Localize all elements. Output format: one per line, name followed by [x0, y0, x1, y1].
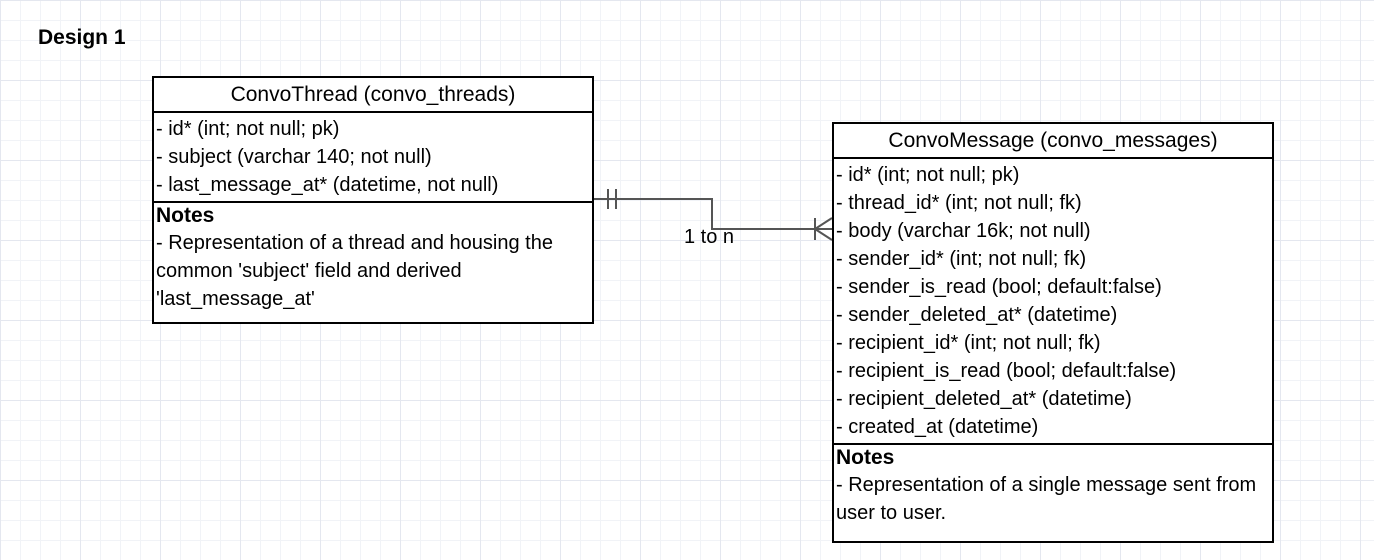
field-body: - body (varchar 16k; not null): [836, 220, 1091, 242]
field-id: - id* (int; not null; pk): [836, 164, 1020, 186]
entity-header: ConvoMessage (convo_messages): [834, 124, 1272, 159]
field-subject: - subject (varchar 140; not null): [156, 146, 432, 168]
field-recipient-deleted-at: - recipient_deleted_at* (datetime): [836, 388, 1132, 410]
entity-header: ConvoThread (convo_threads): [154, 78, 592, 113]
field-thread-id: - thread_id* (int; not null; fk): [836, 192, 1082, 214]
entity-convo-message[interactable]: ConvoMessage (convo_messages) - id* (int…: [832, 122, 1274, 543]
field-sender-is-read: - sender_is_read (bool; default:false): [836, 276, 1162, 298]
field-id: - id* (int; not null; pk): [156, 118, 340, 140]
field-created-at: - created_at (datetime): [836, 416, 1039, 438]
connector-line: [594, 198, 832, 230]
crowfoot-upper: [814, 217, 833, 230]
entity-fields: - id* (int; not null; pk) - subject (var…: [154, 113, 592, 203]
notes-text: - Representation of a single message sen…: [836, 474, 1257, 524]
entity-fields: - id* (int; not null; pk) - thread_id* (…: [834, 159, 1272, 445]
entity-convo-thread[interactable]: ConvoThread (convo_threads) - id* (int; …: [152, 76, 594, 324]
diagram-title: Design 1: [38, 26, 126, 49]
field-last-message-at: - last_message_at* (datetime, not null): [156, 174, 499, 196]
relationship-label: 1 to n: [684, 226, 735, 248]
entity-notes: Notes - Representation of a single messa…: [834, 445, 1272, 531]
entity-notes: Notes - Representation of a thread and h…: [154, 203, 592, 317]
field-recipient-id: - recipient_id* (int; not null; fk): [836, 332, 1101, 354]
notes-heading: Notes: [836, 446, 895, 469]
crowfoot-lower: [814, 228, 833, 241]
field-sender-deleted-at: - sender_deleted_at* (datetime): [836, 304, 1118, 326]
field-sender-id: - sender_id* (int; not null; fk): [836, 248, 1087, 270]
notes-text: - Representation of a thread and housing…: [156, 232, 553, 310]
field-recipient-is-read: - recipient_is_read (bool; default:false…: [836, 360, 1177, 382]
notes-heading: Notes: [156, 204, 215, 227]
